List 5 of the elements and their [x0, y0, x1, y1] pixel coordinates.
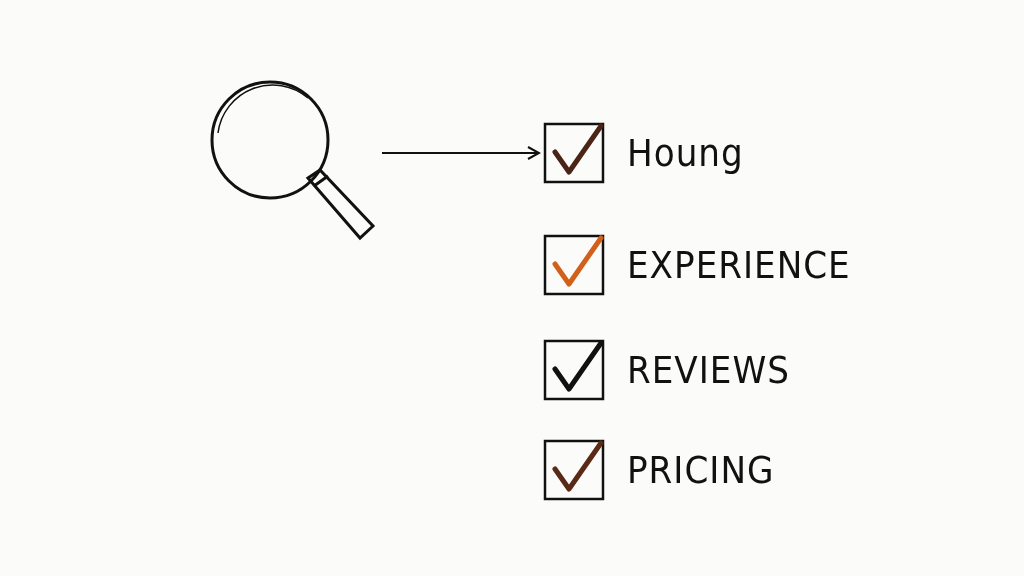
arrow: [381, 146, 540, 160]
checklist-item-label: REVIEWS: [627, 348, 790, 392]
checklist-item-label: Houng: [627, 131, 744, 175]
checklist-item-label: EXPERIENCE: [627, 243, 851, 287]
checklist-item-label: PRICING: [627, 448, 775, 492]
